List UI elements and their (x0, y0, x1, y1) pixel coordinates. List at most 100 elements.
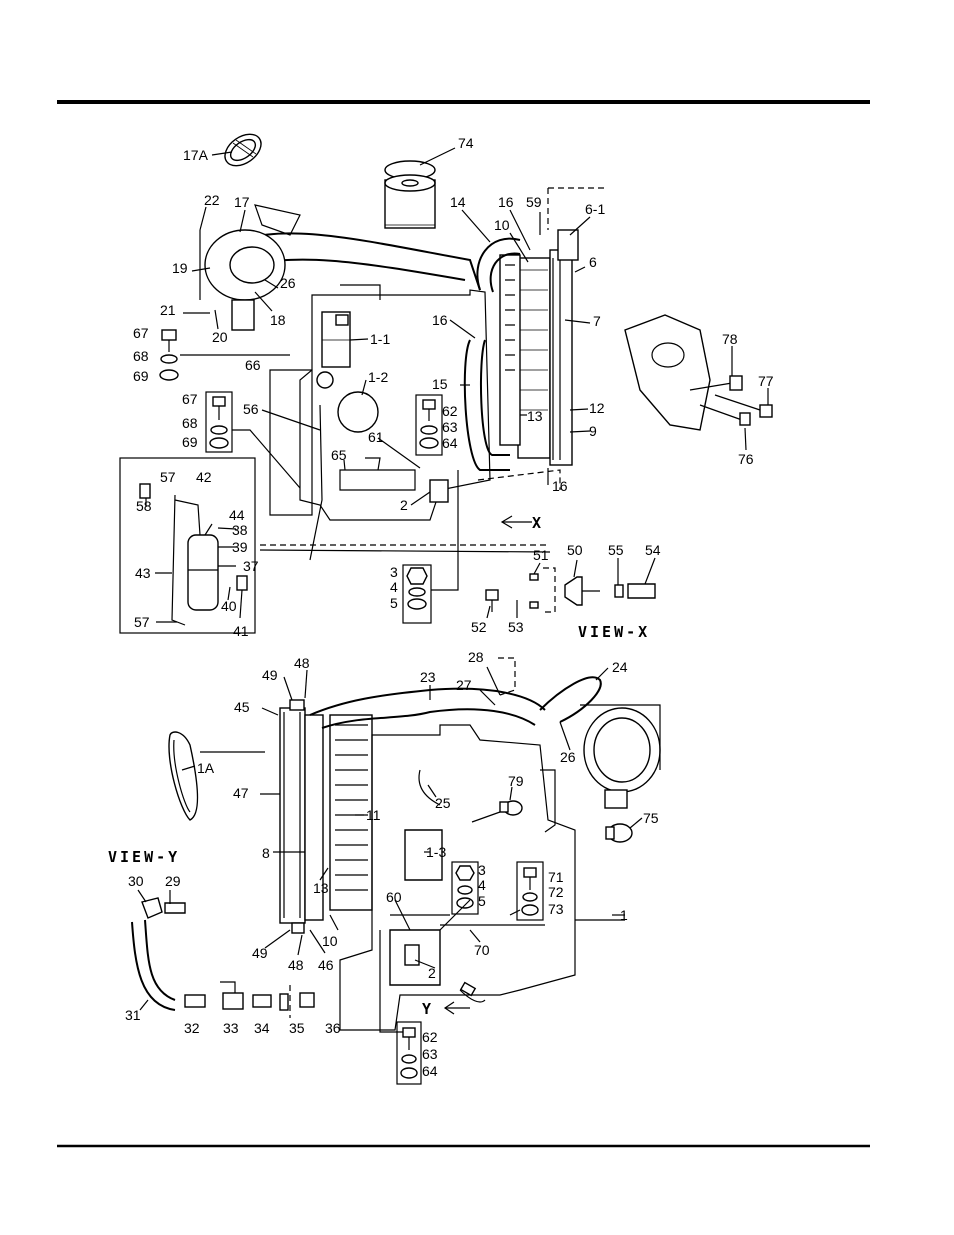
label-62b: 62 (422, 1029, 438, 1045)
label-70: 70 (474, 942, 490, 958)
label-63b: 63 (422, 1046, 438, 1062)
label-30: 30 (128, 873, 144, 889)
label-78: 78 (722, 331, 738, 347)
part-17A-cap (224, 133, 262, 167)
part-74-filter (384, 160, 436, 229)
part-3-5-stack-b (451, 861, 479, 915)
label-17: 17 (234, 194, 250, 210)
label-74: 74 (458, 135, 474, 151)
label-59: 59 (526, 194, 542, 210)
label-26a: 26 (280, 275, 296, 291)
view-x-marker: X (532, 514, 544, 532)
view-y-title: VIEW-Y (108, 848, 180, 866)
part-62-64-stack-a (415, 394, 443, 456)
part-67-69-stack-a (159, 329, 179, 381)
label-13a: 13 (527, 408, 543, 424)
label-36: 36 (325, 1020, 341, 1036)
label-14: 14 (450, 194, 466, 210)
label-31: 31 (125, 1007, 141, 1023)
label-64b: 64 (422, 1063, 438, 1079)
label-50: 50 (567, 542, 583, 558)
label-44: 44 (229, 507, 245, 523)
label-68a: 68 (133, 348, 149, 364)
label-69a: 69 (133, 368, 149, 384)
part-62-64-stack-b (396, 1021, 422, 1085)
label-63a: 63 (442, 419, 458, 435)
label-2b: 2 (428, 965, 436, 981)
lower-assembly (131, 657, 661, 1085)
label-43: 43 (135, 565, 151, 581)
label-48a: 48 (294, 655, 310, 671)
label-17A: 17A (183, 147, 209, 163)
label-56: 56 (243, 401, 259, 417)
label-64a: 64 (442, 435, 458, 451)
label-10a: 10 (494, 217, 510, 233)
label-66: 66 (245, 357, 261, 373)
label-26b: 26 (560, 749, 576, 765)
part-67-69-stack-b (205, 391, 233, 453)
label-1-2: 1-2 (368, 369, 388, 385)
label-68b: 68 (182, 415, 198, 431)
view-markers: X Y VIEW-X VIEW-Y (108, 514, 647, 1018)
view-y-parts (131, 897, 315, 1018)
part-75-sensor (605, 823, 633, 843)
label-11: 11 (366, 807, 381, 823)
label-20: 20 (212, 329, 228, 345)
label-57a: 57 (160, 469, 176, 485)
label-1-1: 1-1 (370, 331, 390, 347)
label-18: 18 (270, 312, 286, 328)
label-24: 24 (612, 659, 628, 675)
label-49a: 49 (262, 667, 278, 683)
label-48b: 48 (288, 957, 304, 973)
label-57b: 57 (134, 614, 150, 630)
label-9: 9 (589, 423, 597, 439)
label-38: 38 (232, 522, 248, 538)
label-16b: 16 (432, 312, 448, 328)
callout-labels: 17A 74 22 17 14 16 59 6-1 10 6 19 26 21 … (125, 135, 774, 1079)
label-75: 75 (643, 810, 659, 826)
label-58: 58 (136, 498, 152, 514)
label-35: 35 (289, 1020, 305, 1036)
label-15: 15 (432, 376, 448, 392)
label-61: 61 (368, 429, 384, 445)
label-22: 22 (204, 192, 220, 208)
part-3-5-stack-a (402, 564, 432, 624)
label-62a: 62 (442, 403, 458, 419)
label-41: 41 (233, 623, 249, 639)
part-37-reservoir (139, 483, 248, 626)
label-72: 72 (548, 884, 564, 900)
label-34: 34 (254, 1020, 270, 1036)
label-37: 37 (243, 558, 259, 574)
label-1-3: 1-3 (426, 844, 446, 860)
label-32: 32 (184, 1020, 200, 1036)
label-29: 29 (165, 873, 181, 889)
label-12: 12 (589, 400, 605, 416)
label-16a: 16 (498, 194, 514, 210)
label-55: 55 (608, 542, 624, 558)
label-19: 19 (172, 260, 188, 276)
label-7: 7 (593, 313, 601, 329)
label-67b: 67 (182, 391, 198, 407)
label-39: 39 (232, 539, 248, 555)
view-x-parts (485, 567, 656, 613)
label-42: 42 (196, 469, 212, 485)
label-3b: 3 (478, 862, 486, 878)
label-6: 6 (589, 254, 597, 270)
label-33: 33 (223, 1020, 239, 1036)
label-21: 21 (160, 302, 176, 318)
label-54: 54 (645, 542, 661, 558)
view-y-marker: Y (422, 1000, 434, 1018)
label-4b: 4 (478, 877, 486, 893)
label-5b: 5 (478, 893, 486, 909)
label-65: 65 (331, 447, 347, 463)
label-23: 23 (420, 669, 436, 685)
label-1b: 1 (620, 907, 628, 923)
part-79-sensor (499, 800, 523, 816)
label-28: 28 (468, 649, 484, 665)
label-60: 60 (386, 889, 402, 905)
part-radiator-lower (279, 699, 373, 934)
part-radiator-upper (499, 229, 579, 466)
label-73: 73 (548, 901, 564, 917)
part-71-73-stack (516, 861, 544, 921)
